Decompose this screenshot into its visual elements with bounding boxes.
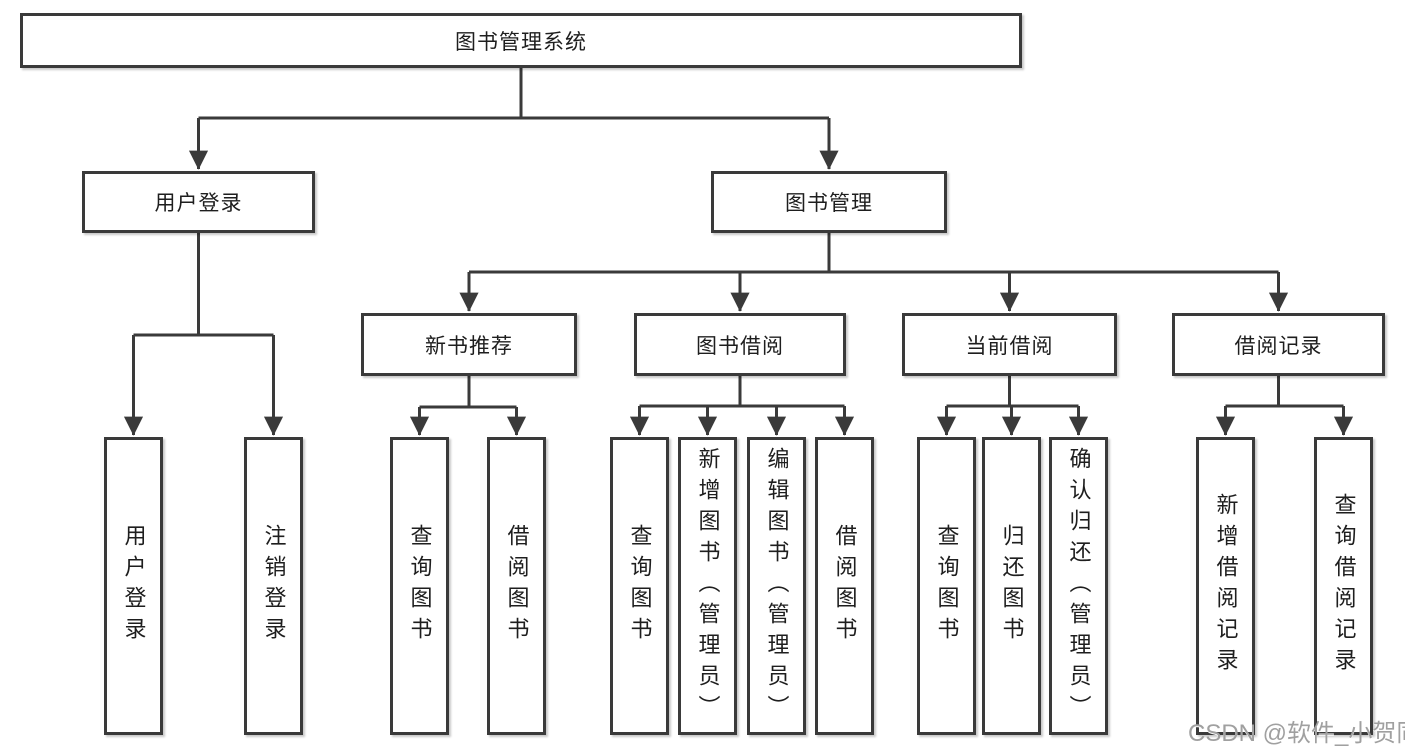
connector-trunk bbox=[419, 376, 517, 409]
connector-trunk bbox=[946, 376, 1079, 408]
connector-trunk bbox=[469, 233, 1279, 274]
node-leaf-edit-book: 编辑图书（管理员） bbox=[747, 437, 806, 735]
watermark: CSDN @软件_小贺同学 bbox=[1188, 720, 1405, 747]
node-leaf-query-book-2: 查询图书 bbox=[610, 437, 669, 735]
node-leaf-user-login: 用户登录 bbox=[104, 437, 163, 735]
node-borrow-records: 借阅记录 bbox=[1172, 313, 1385, 376]
connector-user-login-to-leaves bbox=[123, 233, 284, 436]
node-leaf-return-book: 归还图书 bbox=[982, 437, 1041, 735]
node-user-login-label: 用户登录 bbox=[154, 192, 243, 215]
connector-borrow-records-to-leaves bbox=[1215, 376, 1354, 436]
node-user-login: 用户登录 bbox=[82, 171, 315, 233]
node-root: 图书管理系统 bbox=[20, 13, 1022, 68]
node-current-borrow-label: 当前借阅 bbox=[965, 334, 1054, 358]
connector-book-borrow-to-leaves bbox=[629, 376, 855, 436]
connector-trunk bbox=[198, 68, 829, 120]
connector-current-borrow-to-leaves bbox=[936, 376, 1089, 436]
node-leaf-confirm-return-label: 确认归还（管理员） bbox=[1066, 446, 1092, 726]
node-leaf-add-record-label: 新增借阅记录 bbox=[1213, 493, 1239, 679]
node-leaf-borrow-book-1-label: 借阅图书 bbox=[504, 524, 530, 648]
node-leaf-add-record: 新增借阅记录 bbox=[1196, 437, 1255, 735]
node-borrow-records-label: 借阅记录 bbox=[1234, 334, 1323, 358]
node-leaf-add-book: 新增图书（管理员） bbox=[678, 437, 737, 735]
node-leaf-query-book-2-label: 查询图书 bbox=[627, 524, 653, 648]
node-leaf-query-book-3-label: 查询图书 bbox=[934, 524, 960, 648]
node-leaf-borrow-book-2-label: 借阅图书 bbox=[832, 524, 858, 648]
node-leaf-query-book-3: 查询图书 bbox=[917, 437, 976, 735]
node-leaf-logout-label: 注销登录 bbox=[261, 524, 287, 648]
node-leaf-add-book-label: 新增图书（管理员） bbox=[695, 446, 721, 726]
connector-trunk bbox=[639, 376, 845, 408]
node-new-book-rec: 新书推荐 bbox=[361, 313, 577, 376]
node-leaf-query-record-label: 查询借阅记录 bbox=[1331, 493, 1357, 679]
node-leaf-query-book-1: 查询图书 bbox=[390, 437, 449, 735]
node-root-label: 图书管理系统 bbox=[455, 30, 587, 54]
node-leaf-borrow-book-2: 借阅图书 bbox=[815, 437, 874, 735]
connector-new-book-rec-to-leaves bbox=[409, 376, 527, 436]
connector-trunk bbox=[1225, 376, 1344, 408]
node-leaf-query-book-1-label: 查询图书 bbox=[407, 524, 433, 648]
node-leaf-return-book-label: 归还图书 bbox=[999, 524, 1025, 648]
node-leaf-edit-book-label: 编辑图书（管理员） bbox=[764, 446, 790, 726]
node-leaf-query-record: 查询借阅记录 bbox=[1314, 437, 1373, 735]
node-book-mgmt: 图书管理 bbox=[711, 171, 947, 233]
node-leaf-confirm-return: 确认归还（管理员） bbox=[1049, 437, 1108, 735]
connector-root-to-level2 bbox=[188, 68, 839, 170]
node-leaf-borrow-book-1: 借阅图书 bbox=[487, 437, 546, 735]
node-book-mgmt-label: 图书管理 bbox=[785, 192, 873, 215]
node-book-borrow: 图书借阅 bbox=[634, 313, 846, 376]
node-leaf-user-login-label: 用户登录 bbox=[121, 524, 147, 648]
node-leaf-logout: 注销登录 bbox=[244, 437, 303, 735]
node-new-book-rec-label: 新书推荐 bbox=[425, 334, 513, 358]
node-book-borrow-label: 图书借阅 bbox=[696, 334, 784, 358]
connector-trunk bbox=[133, 233, 274, 337]
node-current-borrow: 当前借阅 bbox=[902, 313, 1117, 376]
connector-book-mgmt-to-level3 bbox=[459, 233, 1289, 312]
